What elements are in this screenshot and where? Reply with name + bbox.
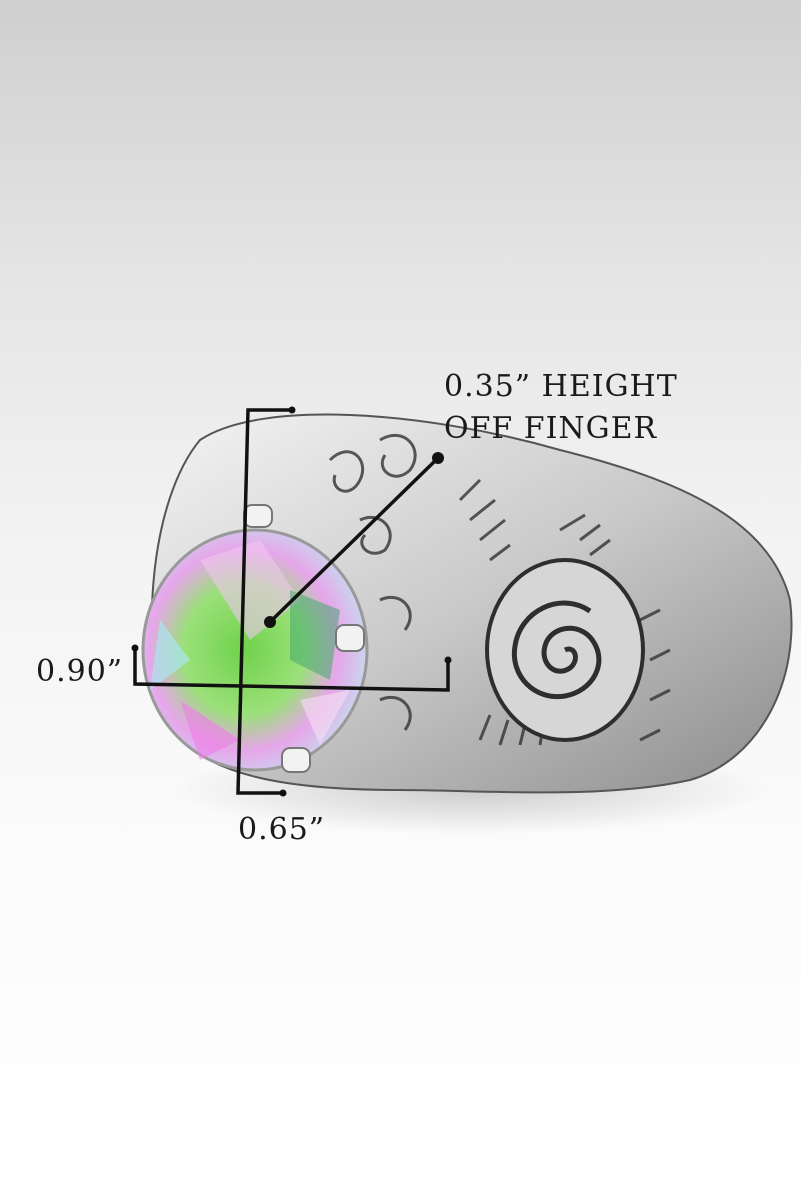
height-pointer: [268, 456, 440, 624]
length-label: 0.65”: [238, 812, 326, 847]
width-bracket: [133, 648, 450, 692]
rose-motif: [485, 558, 645, 742]
length-bracket: [236, 408, 292, 795]
height-label-line2: OFF FINGER: [444, 411, 658, 446]
filigree-texture: [328, 433, 671, 746]
gemstone: [141, 528, 369, 772]
measurement-lines: [133, 408, 450, 795]
height-label-line1: 0.35” HEIGHT: [444, 369, 678, 404]
measurement-dots: [131, 406, 452, 797]
width-label: 0.90”: [36, 654, 124, 689]
